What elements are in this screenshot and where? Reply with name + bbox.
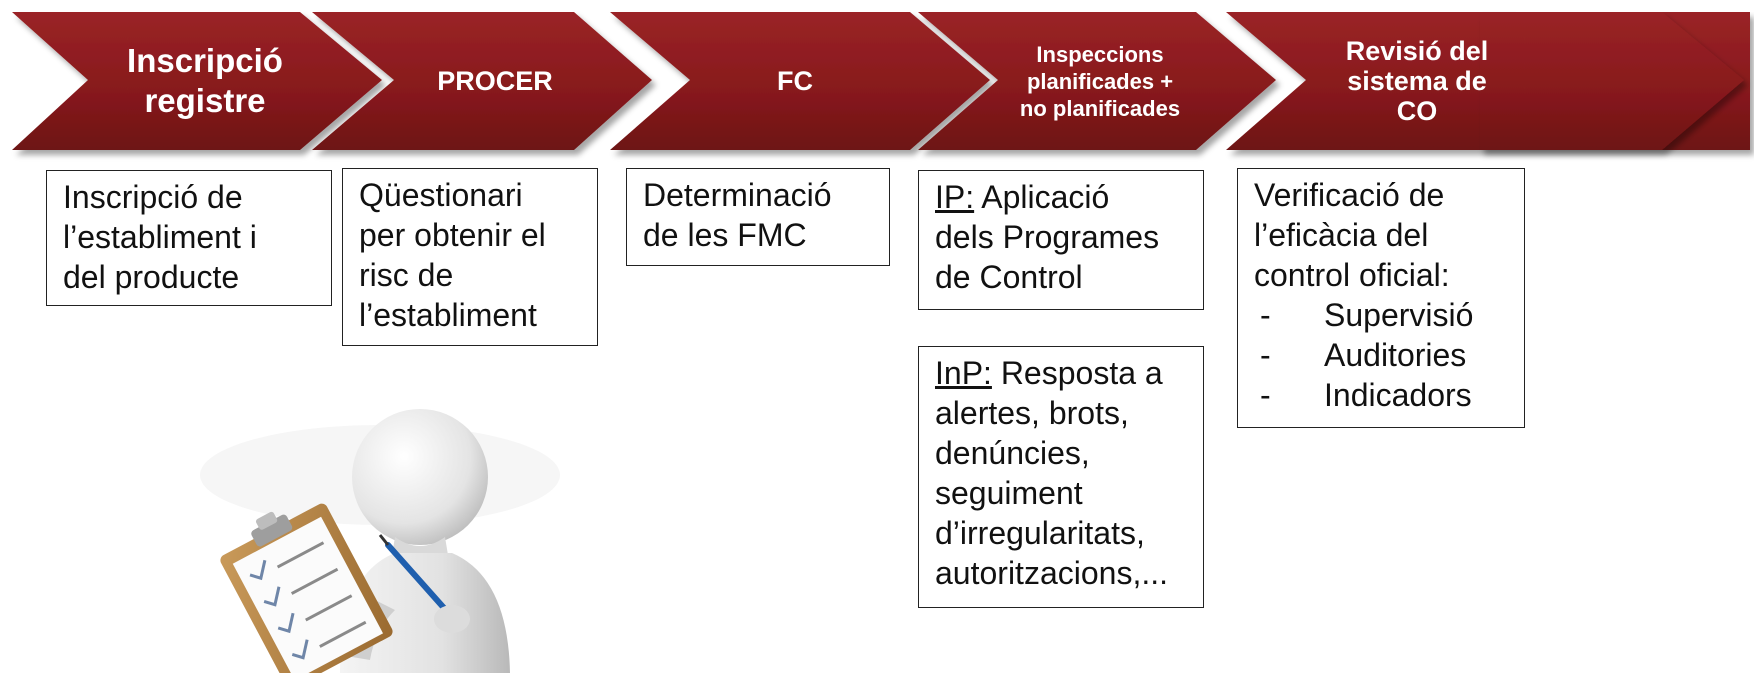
planned-line-2: dels Programes	[935, 219, 1160, 255]
fc-description-box: Determinació de les FMC	[626, 168, 890, 266]
unplanned-line-4: seguiment	[935, 475, 1083, 511]
review-line-2: l’eficàcia del	[1254, 217, 1429, 253]
step-label-inspections: Inspeccions planificades + no planificad…	[996, 12, 1204, 150]
bullet-marker: -	[1260, 297, 1271, 333]
procer-line-4: l’establiment	[359, 297, 537, 333]
planned-line-3: de Control	[935, 259, 1083, 295]
chevron-step-1	[12, 12, 382, 150]
planned-line-1: IP: Aplicació	[935, 177, 1203, 217]
step-label-registration: Inscripció registre	[100, 12, 310, 150]
unplanned-line-5: d’irregularitats,	[935, 515, 1145, 551]
procer-description-box: Qüestionari per obtenir el risc de l’est…	[342, 168, 598, 346]
step-3-line-1: FC	[777, 65, 813, 96]
chevron-step-2	[312, 12, 652, 150]
unplanned-prefix: InP:	[935, 355, 992, 391]
step-4-line-3: no planificades	[1019, 95, 1181, 121]
fc-line-1: Determinació	[643, 177, 832, 213]
step-5-line-2: sistema de	[1347, 66, 1487, 96]
step-label-procer: PROCER	[400, 12, 590, 150]
planned-prefix: IP:	[935, 179, 975, 215]
unplanned-line-1-text: Resposta a	[991, 355, 1163, 391]
unplanned-inspections-box: InP: Resposta a alertes, brots, denúncie…	[918, 346, 1204, 608]
procer-line-3: risc de	[359, 257, 454, 293]
registration-line-1: Inscripció de	[63, 179, 243, 215]
step-4-line-2: planificades +	[1026, 68, 1174, 94]
review-bullet-1: Supervisió	[1324, 297, 1474, 333]
step-label-fc: FC	[700, 12, 890, 150]
review-bullet-3: Indicadors	[1324, 377, 1472, 413]
procer-line-2: per obtenir el	[359, 217, 546, 253]
unplanned-line-2: alertes, brots,	[935, 395, 1129, 431]
step-5-line-1: Revisió del	[1345, 36, 1489, 66]
review-bullet-2: Auditories	[1324, 337, 1467, 373]
bullet-marker: -	[1260, 337, 1271, 373]
step-1-line-1: Inscripció	[127, 42, 283, 79]
unplanned-line-1: InP: Resposta a	[935, 353, 1203, 393]
step-label-review: Revisió del sistema de CO	[1306, 12, 1528, 150]
unplanned-line-3: denúncies,	[935, 435, 1090, 471]
person-with-clipboard-icon	[200, 409, 560, 673]
review-description-box: Verificació de l’eficàcia del control of…	[1237, 168, 1525, 428]
bullet-marker: -	[1260, 377, 1271, 413]
unplanned-line-6: autoritzacions,...	[935, 555, 1168, 591]
review-bullet-audits: - Auditories	[1254, 335, 1524, 375]
review-line-3: control oficial:	[1254, 257, 1450, 293]
process-chevrons	[12, 0, 1754, 150]
chevron-step-5-tip	[1480, 12, 1744, 150]
registration-line-2: l’establiment i	[63, 219, 257, 255]
step-2-line-1: PROCER	[437, 65, 553, 96]
review-line-1: Verificació de	[1254, 177, 1445, 213]
registration-line-3: del producte	[63, 259, 240, 295]
step-4-line-1: Inspeccions	[1036, 41, 1164, 67]
fc-line-2: de les FMC	[643, 217, 807, 253]
review-bullet-indicators: - Indicadors	[1254, 375, 1524, 415]
chevron-step-4	[918, 12, 1276, 150]
chevron-step-3	[610, 12, 990, 150]
planned-line-1-text: Aplicació	[974, 179, 1110, 215]
step-5-line-3: CO	[1396, 96, 1438, 126]
step-1-line-2: registre	[144, 82, 266, 119]
registration-description-box: Inscripció de l’establiment i del produc…	[46, 170, 332, 306]
procer-line-1: Qüestionari	[359, 177, 523, 213]
planned-inspections-box: IP: Aplicació dels Programes de Control	[918, 170, 1204, 310]
review-bullet-supervision: - Supervisió	[1254, 295, 1524, 335]
